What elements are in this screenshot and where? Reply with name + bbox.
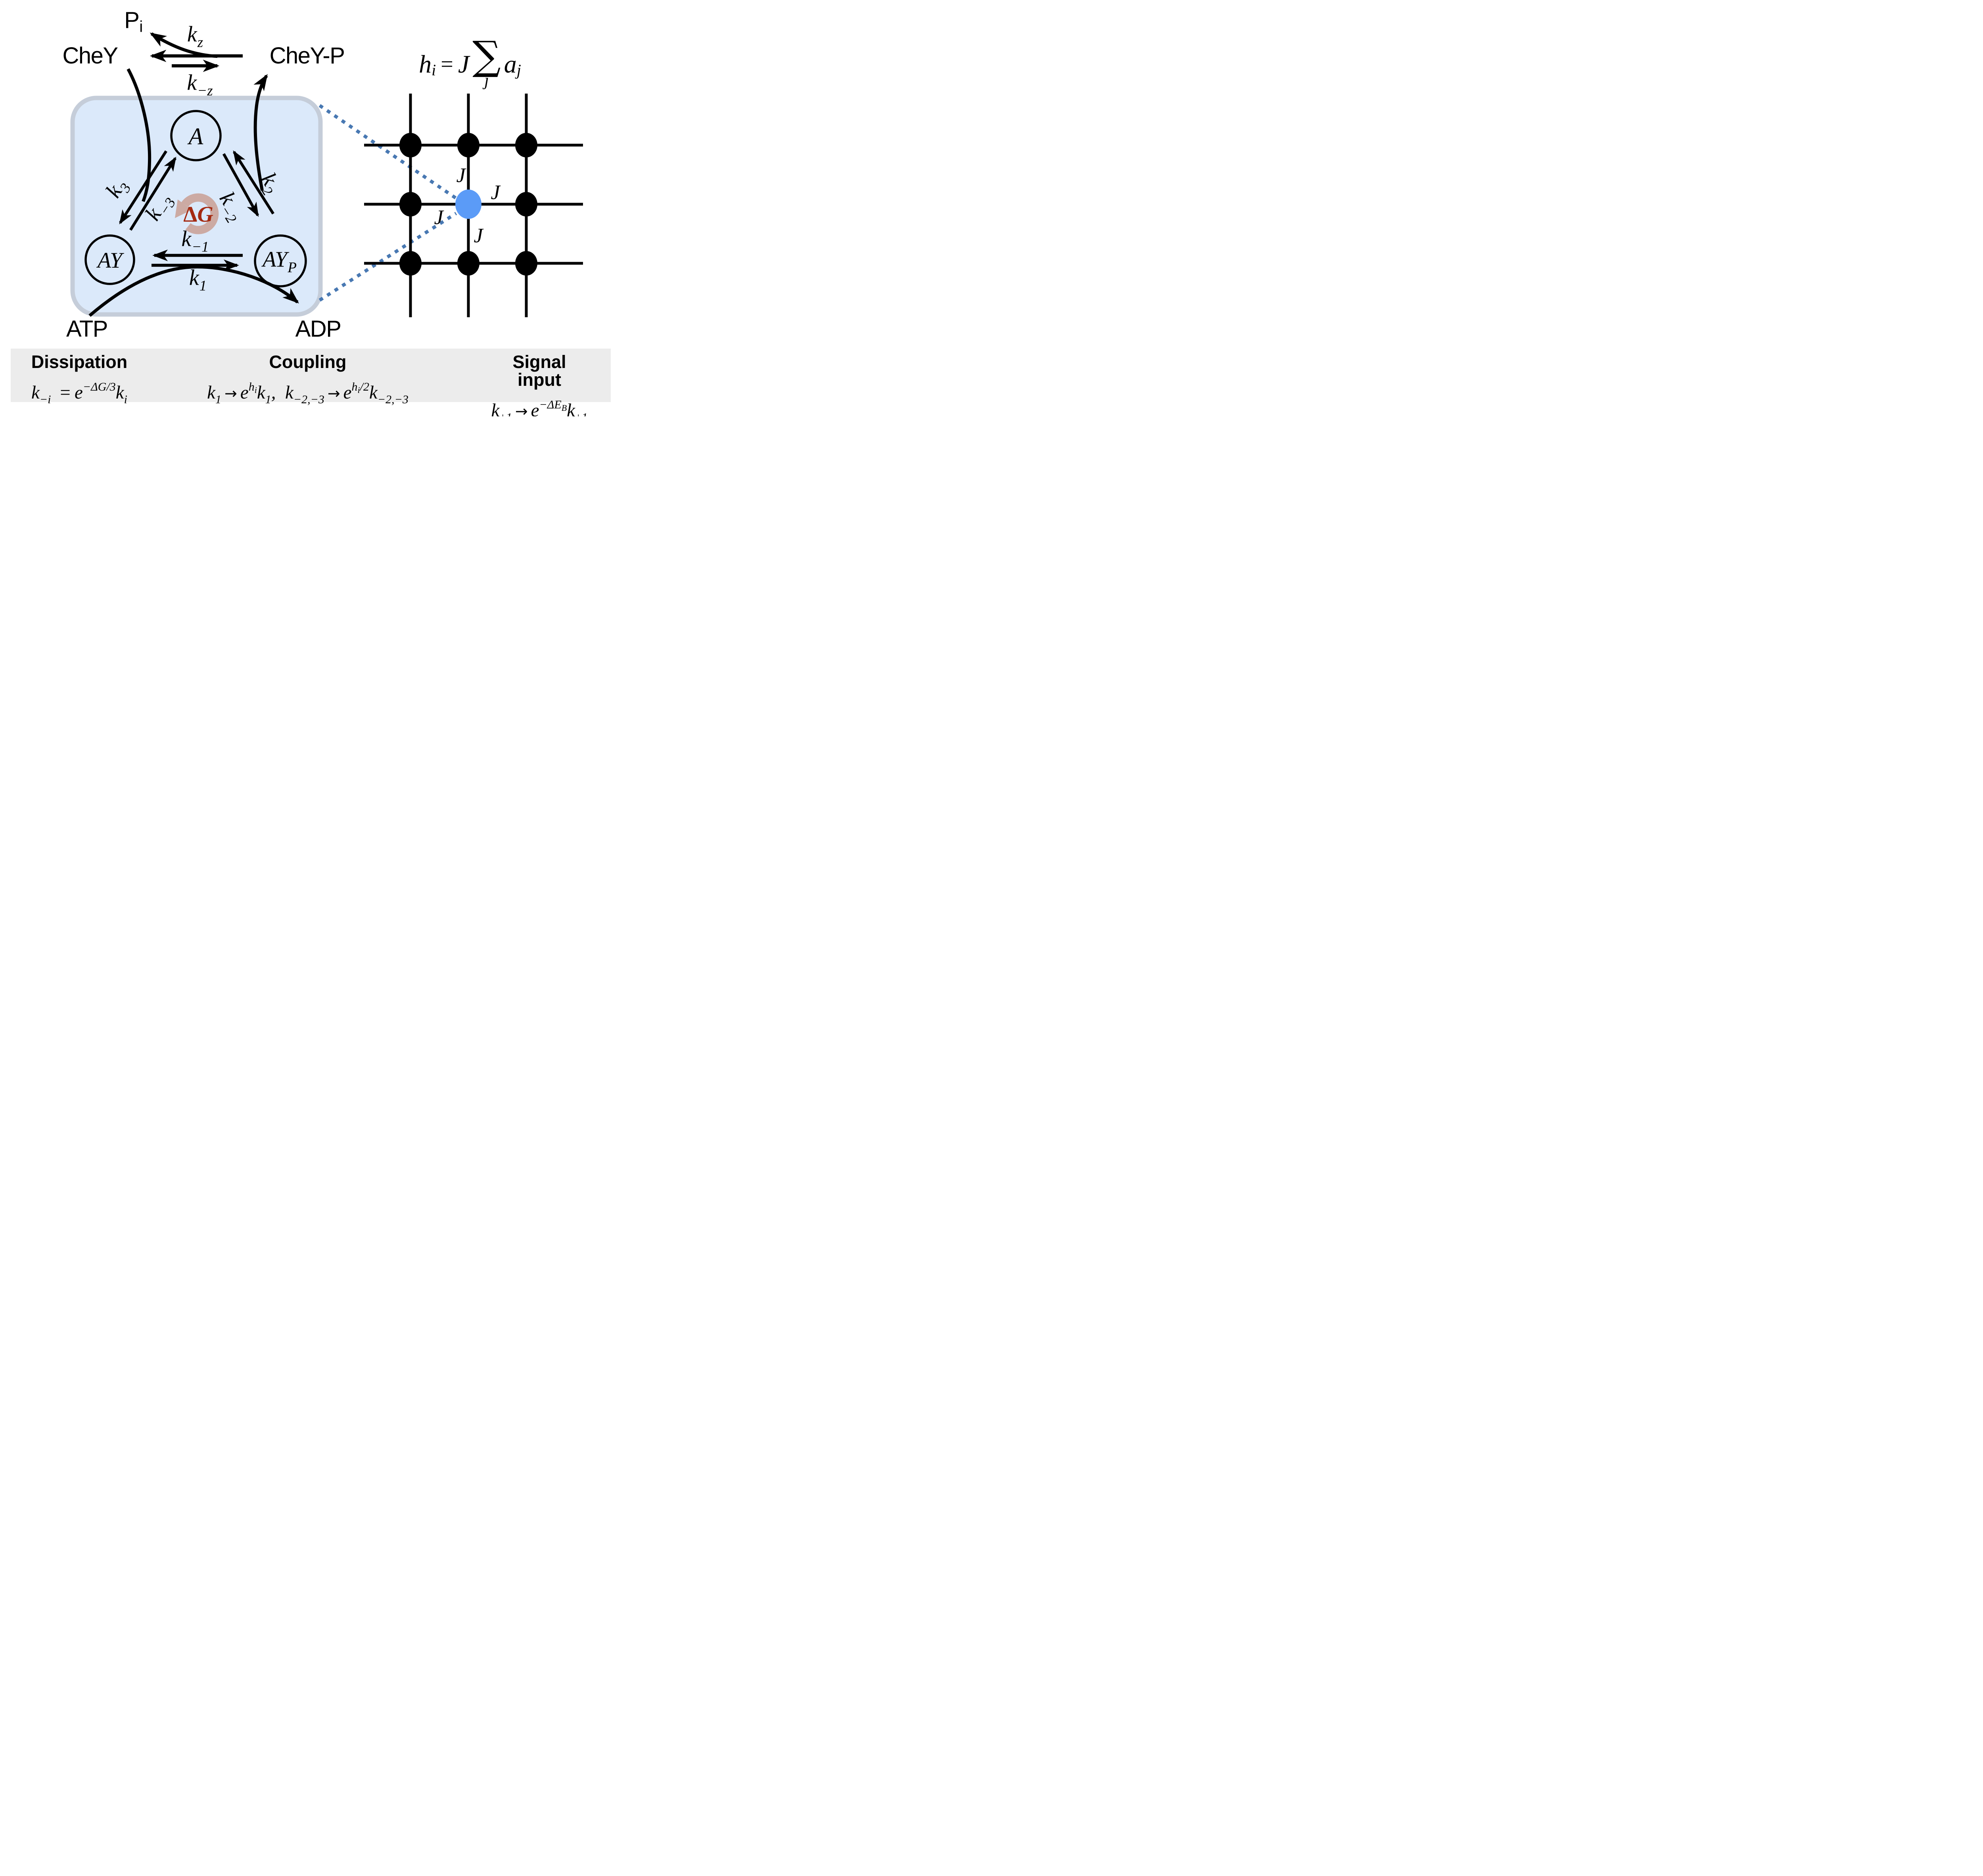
lattice-node <box>515 192 537 217</box>
curve-cheyp-out <box>253 74 268 191</box>
label-chey: CheY <box>62 43 118 69</box>
lattice-node <box>399 251 422 276</box>
panel-coupling: Coupling k1→ehik1, k−2,−3→ehi/2k−2,−3 <box>207 353 408 406</box>
state-circles <box>84 110 307 287</box>
lattice-node <box>399 192 422 217</box>
zoom-link-upper <box>318 104 457 200</box>
panel-dissipation: Dissipation k−i =e−ΔG/3ki <box>31 353 128 406</box>
rate-km1: k−1 <box>181 226 209 255</box>
panel-coupling-formula: k1→ehik1, k−2,−3→ehi/2k−2,−3 <box>207 380 408 406</box>
label-atp: ATP <box>66 316 108 342</box>
focal-node-blue <box>455 190 481 219</box>
lattice-node <box>399 133 422 157</box>
label-cheyp: CheY-P <box>269 43 345 69</box>
zoom-link-lower <box>318 212 457 302</box>
label-pi: Pi <box>124 7 143 36</box>
rate-kz: kz <box>187 22 203 51</box>
state-ay: AY <box>97 248 123 273</box>
state-circle-ay <box>84 234 135 285</box>
rate-k1: k1 <box>189 265 207 294</box>
coupling-j-top: J <box>456 164 466 187</box>
coupling-j-left: J <box>434 206 443 229</box>
arrow-k2 <box>233 150 274 215</box>
sigma-symbol: ∑ <box>472 33 501 79</box>
label-adp: ADP <box>295 316 341 342</box>
lattice-node <box>457 251 479 276</box>
lattice-node <box>515 251 537 276</box>
curve-chey-in <box>127 68 152 202</box>
arrow-km2 <box>222 153 259 217</box>
panel-signal-input: Signal input k±1→e−ΔEBk±1 <box>491 353 587 416</box>
coupling-j-bottom: J <box>474 224 483 247</box>
panel-dissipation-formula: k−i =e−ΔG/3ki <box>31 380 127 406</box>
lattice-node <box>457 133 479 157</box>
state-circle-a <box>170 110 222 161</box>
summary-bar <box>11 349 611 402</box>
delta-g-label: ΔG <box>183 202 213 227</box>
state-a: A <box>188 123 203 149</box>
arrow-km3 <box>129 157 176 231</box>
arrow-curve-to-pi <box>150 32 218 58</box>
panel-coupling-title: Coupling <box>269 352 347 372</box>
figure-canvas: Pi CheY CheY-P ATP ADP kz k−z A AY AYP Δ… <box>0 0 613 416</box>
coupling-j-right: J <box>491 181 500 204</box>
state-ayp: AYP <box>263 247 297 276</box>
panel-dissipation-title: Dissipation <box>31 352 128 372</box>
reaction-arrows <box>88 32 299 317</box>
delta-g-cycle-ring <box>175 193 219 234</box>
lattice-nodes <box>399 133 537 276</box>
panel-signal-formula: k±1→e−ΔEBk±1 <box>491 398 587 417</box>
curve-atp-adp <box>88 265 299 317</box>
diagram-artwork <box>70 32 583 317</box>
zoom-link-dotted-lines <box>318 104 457 302</box>
arrow-k3 <box>119 150 167 224</box>
lattice-node <box>515 133 537 157</box>
cycle-ring-arrowhead <box>175 199 192 218</box>
panel-signal-title: Signal input <box>512 352 566 390</box>
state-circle-ayp <box>254 234 307 287</box>
rate-kmz: k−z <box>187 70 213 99</box>
